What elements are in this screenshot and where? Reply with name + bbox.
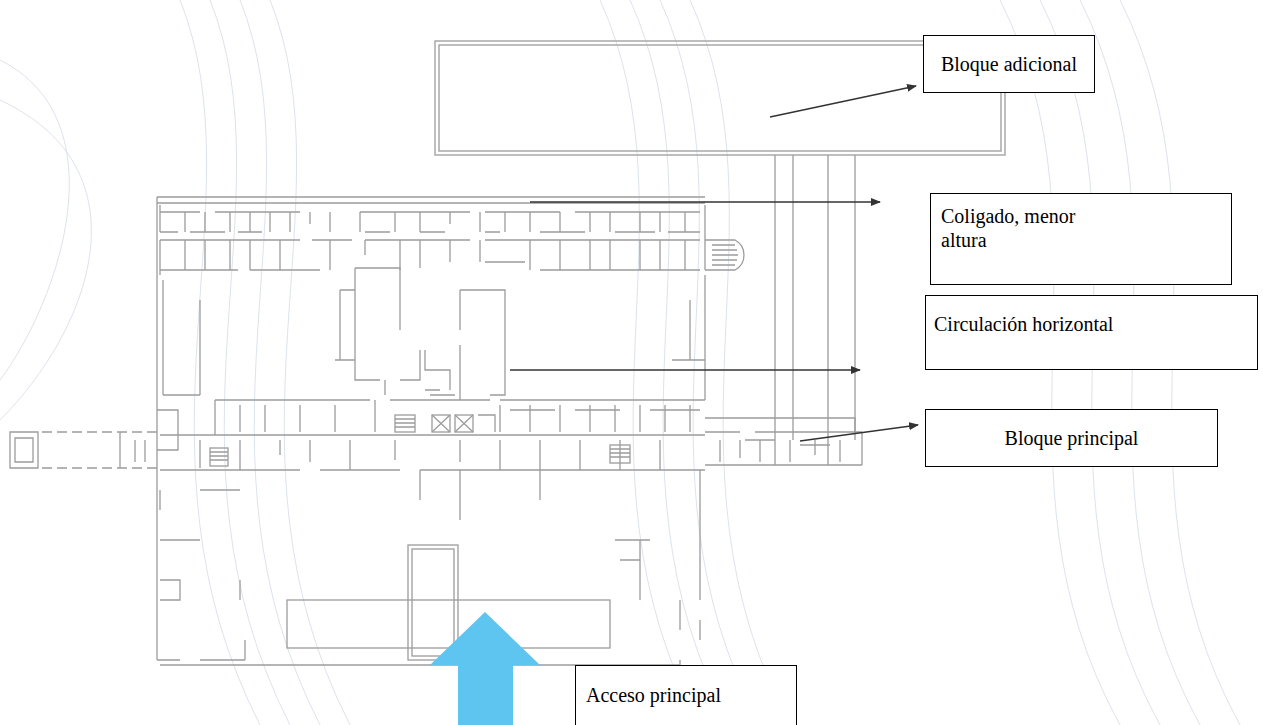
access-arrow — [430, 612, 540, 725]
callout-box: Acceso principal — [575, 665, 797, 725]
leader-line — [800, 425, 918, 441]
leader-line — [770, 86, 916, 117]
callout-box: Bloque adicional — [923, 35, 1095, 93]
floor-plan — [10, 41, 1005, 665]
leader-lines — [510, 86, 918, 441]
callout-label: Acceso principal — [586, 683, 721, 707]
callout-box: Coligado, menor altura — [930, 193, 1232, 285]
leader-line — [530, 201, 880, 203]
callout-box: Bloque principal — [925, 409, 1218, 467]
leader-line — [510, 369, 860, 371]
callout-label: Coligado, menor altura — [941, 204, 1101, 252]
callout-label: Bloque adicional — [941, 52, 1077, 76]
callout-box: Circulación horizontal — [925, 295, 1258, 370]
callout-label: Bloque principal — [1005, 426, 1139, 450]
callout-label: Circulación horizontal — [934, 312, 1113, 336]
